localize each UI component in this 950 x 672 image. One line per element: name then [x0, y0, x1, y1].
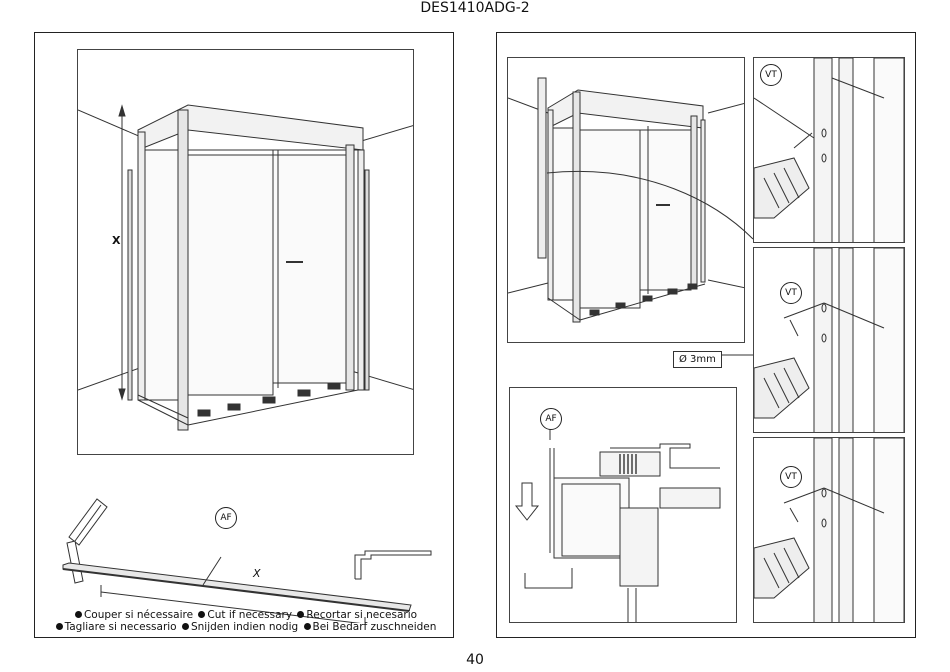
- marker-5: [181, 622, 189, 630]
- screw-detail-middle-drawing: [754, 248, 904, 432]
- profile-af-callout: AF: [215, 507, 237, 529]
- marker-6: [303, 622, 311, 630]
- section-af-callout: AF: [540, 408, 562, 430]
- marker-2: [198, 610, 206, 618]
- screw-detail-top: VT: [753, 57, 905, 243]
- screw-detail-bottom: VT: [753, 437, 905, 623]
- marker-1: [74, 610, 82, 618]
- instructions-line-2: Tagliare si necessario Snijden indien no…: [35, 621, 455, 633]
- screw-vt-callout-2: VT: [780, 282, 802, 304]
- screw-detail-bottom-drawing: [754, 438, 904, 622]
- drill-diameter-callout: Ø 3mm: [673, 351, 722, 368]
- screw-detail-top-drawing: [754, 58, 904, 242]
- instructions-line-1: Couper si nécessaire Cut if necessary Re…: [35, 609, 455, 621]
- document-code: DES1410ADG-2: [420, 0, 530, 16]
- cut-length-label: X: [253, 567, 261, 580]
- profile-cut-drawing: [62, 498, 432, 623]
- enclosure-illustration: X: [77, 49, 414, 455]
- step-panel-fix-profile: VT VT: [496, 32, 916, 638]
- step-panel-cut-profile: X AF X Couper si nécessaire Cut if neces…: [34, 32, 454, 638]
- height-dimension-label: X: [112, 234, 121, 247]
- detail-leaders: [546, 170, 754, 356]
- profile-section-detail: AF: [509, 387, 737, 623]
- enclosure-overview-drawing: [508, 77, 744, 323]
- marker-3: [297, 610, 305, 618]
- profile-section-drawing: [514, 418, 721, 622]
- screw-vt-callout-1: VT: [760, 64, 782, 86]
- page-number: 40: [466, 652, 484, 668]
- screw-vt-callout-3: VT: [780, 466, 802, 488]
- enclosure-overview: [507, 57, 745, 343]
- enclosure-drawing: [78, 104, 413, 431]
- screw-detail-middle: VT: [753, 247, 905, 433]
- marker-4: [55, 622, 63, 630]
